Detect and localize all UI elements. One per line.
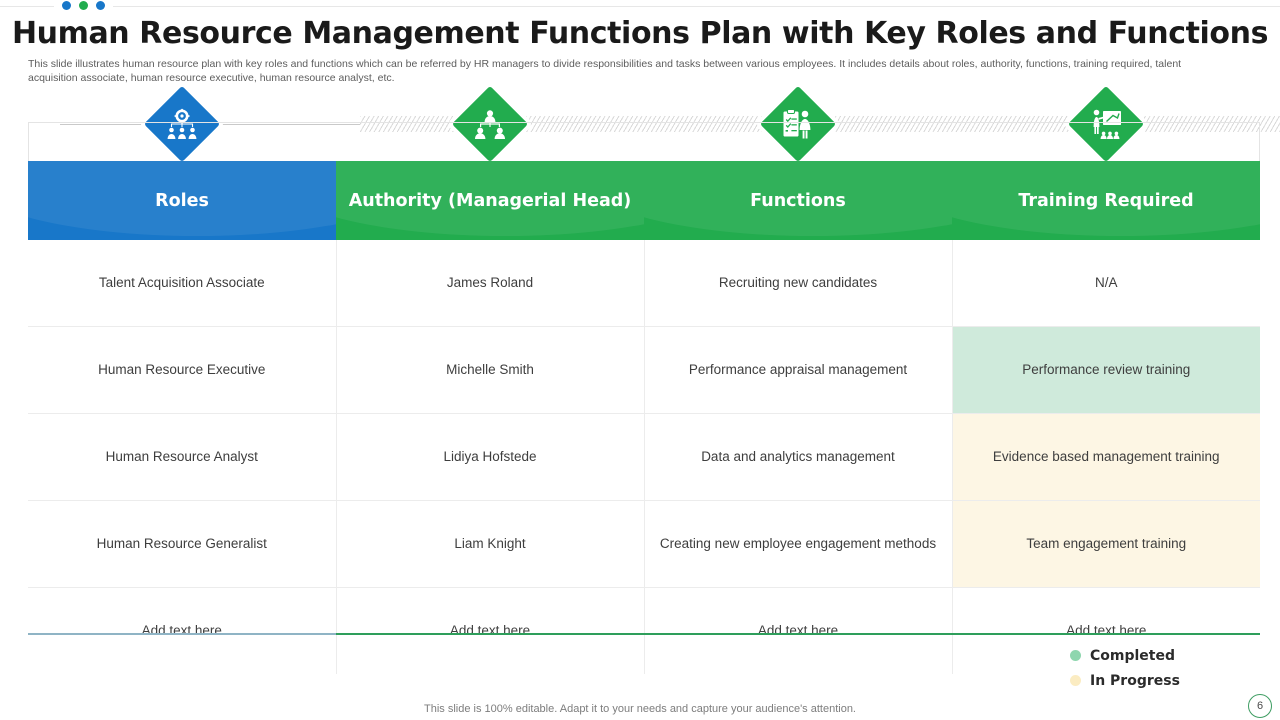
cell-function[interactable]: Creating new employee engagement methods bbox=[644, 500, 953, 588]
cell-training[interactable]: N/A bbox=[952, 240, 1260, 327]
org-gear-people-glyph bbox=[155, 97, 209, 151]
legend-label-completed: Completed bbox=[1090, 647, 1176, 664]
table-row: Talent Acquisition Associate James Rolan… bbox=[28, 240, 1260, 327]
column-header-authority: Authority (Managerial Head) bbox=[336, 161, 644, 240]
column-header-training-label: Training Required bbox=[1018, 190, 1194, 211]
legend-item-completed: Completed bbox=[1070, 643, 1260, 668]
legend-dot-in-progress-icon bbox=[1070, 675, 1081, 686]
cell-function[interactable]: Data and analytics management bbox=[644, 413, 953, 501]
legend-label-in-progress: In Progress bbox=[1090, 672, 1180, 689]
checklist-person-glyph bbox=[771, 97, 825, 151]
cell-role[interactable]: Human Resource Executive bbox=[28, 326, 337, 414]
cell-role[interactable]: Human Resource Analyst bbox=[28, 413, 337, 501]
hr-functions-table: Roles Authority (Managerial Head) Functi… bbox=[28, 161, 1260, 674]
cell-function[interactable]: Recruiting new candidates bbox=[644, 240, 953, 327]
legend-dot-completed-icon bbox=[1070, 650, 1081, 661]
cell-authority[interactable]: Michelle Smith bbox=[336, 326, 645, 414]
cell-role[interactable]: Talent Acquisition Associate bbox=[28, 240, 337, 327]
column-header-functions: Functions bbox=[644, 161, 952, 240]
top-rule bbox=[0, 6, 1280, 7]
footer-note: This slide is 100% editable. Adapt it to… bbox=[424, 703, 856, 715]
dot-green-middle bbox=[79, 1, 88, 10]
cell-function[interactable]: Add text here bbox=[644, 587, 953, 674]
cell-authority[interactable]: Liam Knight bbox=[336, 500, 645, 588]
cell-training[interactable]: Performance review training bbox=[952, 326, 1260, 414]
checklist-person-icon bbox=[759, 85, 837, 163]
legend-item-in-progress: In Progress bbox=[1070, 668, 1260, 693]
cell-training[interactable]: Add text here bbox=[952, 587, 1260, 674]
cell-authority[interactable]: Add text here bbox=[336, 587, 645, 674]
table-header-row: Roles Authority (Managerial Head) Functi… bbox=[28, 161, 1260, 240]
cell-function[interactable]: Performance appraisal management bbox=[644, 326, 953, 414]
cell-authority[interactable]: James Roland bbox=[336, 240, 645, 327]
cell-authority[interactable]: Lidiya Hofstede bbox=[336, 413, 645, 501]
org-gear-people-icon bbox=[143, 85, 221, 163]
top-decor-bar bbox=[0, 0, 1280, 14]
cell-training[interactable]: Team engagement training bbox=[952, 500, 1260, 588]
column-header-authority-label: Authority (Managerial Head) bbox=[348, 190, 632, 211]
table-row: Human Resource Generalist Liam Knight Cr… bbox=[28, 500, 1260, 588]
column-header-functions-label: Functions bbox=[750, 190, 846, 211]
dot-blue-left bbox=[62, 1, 71, 10]
cell-role[interactable]: Human Resource Generalist bbox=[28, 500, 337, 588]
table-row: Human Resource Executive Michelle Smith … bbox=[28, 326, 1260, 414]
column-header-training: Training Required bbox=[952, 161, 1260, 240]
table-bottom-accent-blue bbox=[28, 633, 336, 635]
top-dots bbox=[54, 1, 113, 10]
cell-training[interactable]: Evidence based management training bbox=[952, 413, 1260, 501]
page-subtitle: This slide illustrates human resource pl… bbox=[28, 58, 1182, 84]
column-header-roles: Roles bbox=[28, 161, 336, 240]
dot-blue-right bbox=[96, 1, 105, 10]
column-header-roles-label: Roles bbox=[155, 190, 209, 211]
page-number-badge: 6 bbox=[1248, 694, 1272, 718]
table-row: Human Resource Analyst Lidiya Hofstede D… bbox=[28, 413, 1260, 501]
legend: Completed In Progress bbox=[1070, 643, 1260, 693]
table-row: Add text here Add text here Add text her… bbox=[28, 587, 1260, 674]
cell-role[interactable]: Add text here bbox=[28, 587, 337, 674]
table-bottom-accent-green bbox=[336, 633, 1260, 635]
page-title: Human Resource Management Functions Plan… bbox=[11, 16, 1269, 51]
